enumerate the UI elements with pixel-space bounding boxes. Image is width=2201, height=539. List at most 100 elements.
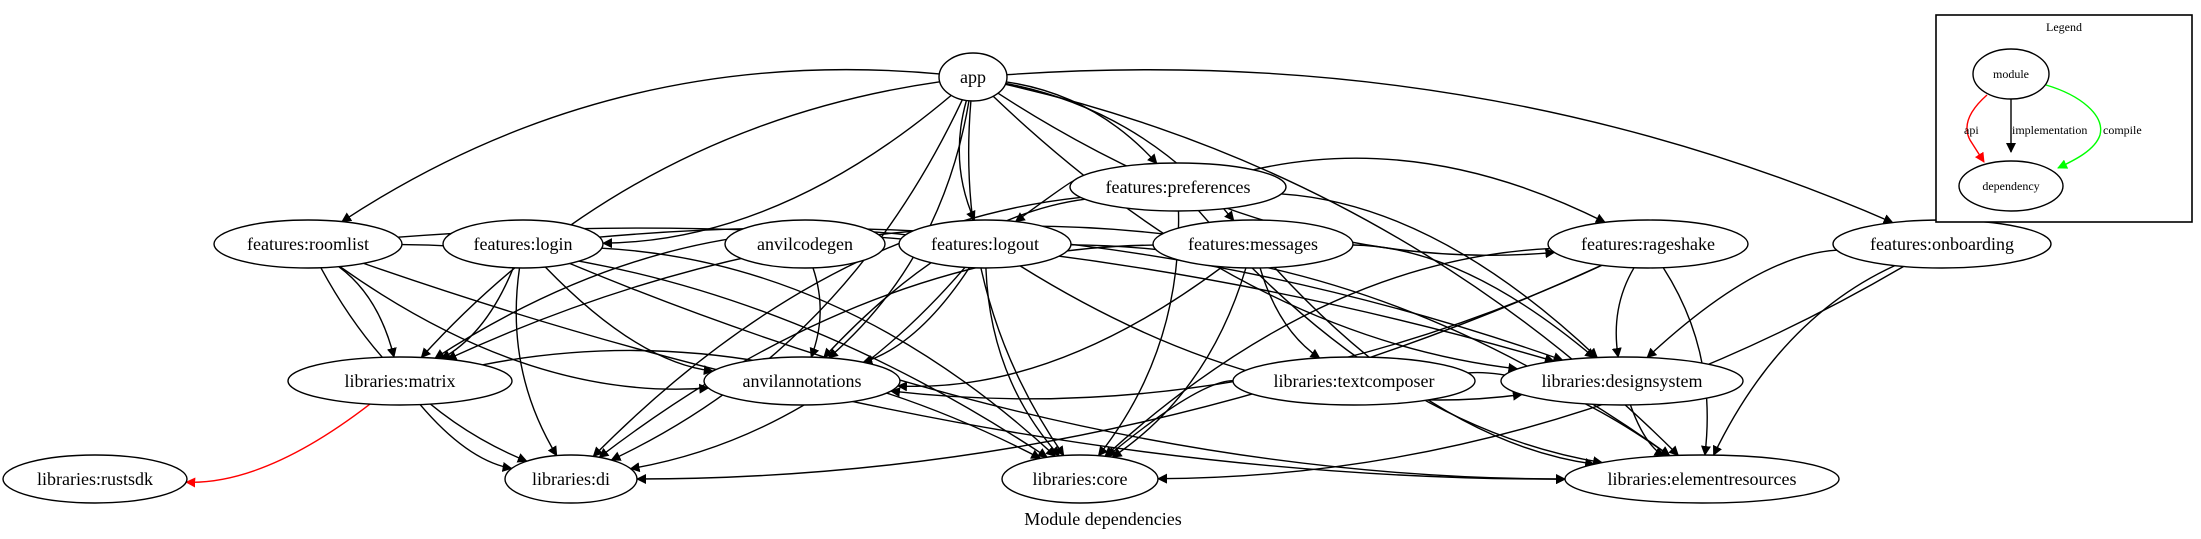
legend-edge-api <box>1966 94 1988 163</box>
edge-rageshake-to-designsystem <box>1611 267 1635 358</box>
node-shape-preferences[interactable] <box>1069 162 1287 212</box>
node-shape-elementresources[interactable] <box>1564 454 1840 504</box>
node-label-onboarding: features:onboarding <box>1870 234 2014 254</box>
edge-roomlist-to-elementresources <box>363 262 1566 485</box>
node-di[interactable]: libraries:di <box>504 454 638 504</box>
edge-preferences-to-designsystem <box>1281 193 1598 359</box>
node-label-elementresources: libraries:elementresources <box>1608 469 1797 489</box>
node-shape-rageshake[interactable] <box>1547 219 1749 269</box>
node-messages[interactable]: features:messages <box>1152 219 1354 269</box>
edge-messages-to-designsystem <box>1352 244 1596 359</box>
edge-rageshake-to-elementresources <box>1662 267 1711 456</box>
node-shape-rustsdk[interactable] <box>2 454 188 504</box>
node-label-rageshake: features:rageshake <box>1581 234 1715 254</box>
node-shape-core[interactable] <box>1001 454 1159 504</box>
edge-app-to-core <box>968 100 1065 457</box>
node-shape-logout[interactable] <box>898 219 1072 269</box>
legend-label-api: api <box>1964 123 1979 137</box>
edge-app-to-login <box>602 94 952 249</box>
node-label-anvilannotations: anvilannotations <box>743 371 862 391</box>
node-label-login: features:login <box>474 234 573 254</box>
node-shape-app[interactable] <box>938 52 1008 102</box>
edge-rageshake-to-di <box>636 264 1602 484</box>
edge-preferences-to-logout <box>1014 180 1074 223</box>
node-anvilannotations[interactable]: anvilannotations <box>703 356 901 406</box>
node-label-anvilcodegen: anvilcodegen <box>757 234 853 254</box>
node-textcomposer[interactable]: libraries:textcomposer <box>1232 356 1476 406</box>
legend: Legend api implementation compile module… <box>1935 14 2193 223</box>
node-rageshake[interactable]: features:rageshake <box>1547 219 1749 269</box>
legend-node-dependency-label: dependency <box>1982 179 2039 193</box>
edge-roomlist-to-anvilannotations <box>339 266 710 394</box>
edge-roomlist-to-core <box>401 243 1048 458</box>
edge-rageshake-to-core <box>1104 247 1550 457</box>
edge-messages-to-di <box>598 244 1154 458</box>
edge-logout-to-anvilannotations <box>862 267 970 365</box>
edge-app-to-logout <box>958 100 976 222</box>
edge-login-to-elementresources <box>569 262 1566 485</box>
node-onboarding[interactable]: features:onboarding <box>1832 219 2052 269</box>
edge-messages-to-anvilannotations <box>897 266 1223 392</box>
edge-logout-to-elementresources <box>1070 244 1671 457</box>
node-label-core: libraries:core <box>1033 469 1128 489</box>
edge-anvilcodegen-to-anvilannotations <box>809 267 821 359</box>
node-shape-roomlist[interactable] <box>213 219 403 269</box>
node-shape-di[interactable] <box>504 454 638 504</box>
nodes-layer: app features:preferences features:roomlist… <box>2 52 2052 504</box>
node-shape-anvilannotations[interactable] <box>703 356 901 406</box>
edge-onboarding-to-elementresources <box>1712 264 1896 457</box>
edge-matrix-to-rustsdk <box>185 403 371 488</box>
node-label-designsystem: libraries:designsystem <box>1542 371 1703 391</box>
node-shape-matrix[interactable] <box>287 356 513 406</box>
graph-caption: Module dependencies <box>1024 509 1181 529</box>
node-shape-login[interactable] <box>442 219 604 269</box>
legend-node-module-label: module <box>1993 67 2029 81</box>
node-matrix[interactable]: libraries:matrix <box>287 356 513 406</box>
edge-onboarding-to-designsystem <box>1646 249 1837 359</box>
edge-login-to-anvilannotations <box>544 266 714 376</box>
node-shape-textcomposer[interactable] <box>1232 356 1476 406</box>
edge-app-to-roomlist <box>341 68 940 223</box>
legend-node-module <box>1972 48 2050 100</box>
edge-app-to-onboarding <box>1006 69 1894 224</box>
node-roomlist[interactable]: features:roomlist <box>213 219 403 269</box>
legend-label-implementation: implementation <box>2012 123 2087 137</box>
node-elementresources[interactable]: libraries:elementresources <box>1564 454 1840 504</box>
node-anvilcodegen[interactable]: anvilcodegen <box>724 219 886 269</box>
node-label-roomlist: features:roomlist <box>247 234 369 254</box>
node-login[interactable]: features:login <box>442 219 604 269</box>
edge-app-to-designsystem <box>992 95 1519 373</box>
legend-title: Legend <box>2046 20 2082 34</box>
node-label-messages: features:messages <box>1188 234 1318 254</box>
node-label-preferences: features:preferences <box>1106 177 1251 197</box>
edge-app-to-preferences <box>1006 81 1158 165</box>
edge-designsystem-to-elementresources <box>1629 404 1665 457</box>
edge-messages-to-core <box>1111 267 1247 458</box>
node-label-matrix: libraries:matrix <box>345 371 456 391</box>
node-shape-designsystem[interactable] <box>1500 356 1744 406</box>
edge-matrix-to-di <box>419 404 513 472</box>
edge-login-to-di <box>515 267 558 457</box>
node-rustsdk[interactable]: libraries:rustsdk <box>2 454 188 504</box>
node-logout[interactable]: features:logout <box>898 219 1072 269</box>
legend-label-compile: compile <box>2103 123 2142 137</box>
node-label-di: libraries:di <box>532 469 610 489</box>
node-shape-anvilcodegen[interactable] <box>724 219 886 269</box>
node-core[interactable]: libraries:core <box>1001 454 1159 504</box>
node-shape-messages[interactable] <box>1152 219 1354 269</box>
node-designsystem[interactable]: libraries:designsystem <box>1500 356 1744 406</box>
edge-preferences-to-rageshake <box>1253 157 1606 223</box>
edge-messages-to-elementresources <box>1273 266 1596 468</box>
node-label-logout: features:logout <box>931 234 1039 254</box>
legend-node-dependency <box>1958 160 2064 212</box>
edge-textcomposer-to-core <box>1106 380 1234 458</box>
node-app[interactable]: app <box>938 52 1008 102</box>
edge-preferences-to-di <box>592 196 1081 458</box>
edge-app-to-di <box>610 99 963 461</box>
node-label-textcomposer: libraries:textcomposer <box>1274 371 1435 391</box>
node-label-app: app <box>960 67 986 87</box>
edge-onboarding-to-core <box>1157 265 1904 484</box>
node-preferences[interactable]: features:preferences <box>1069 162 1287 212</box>
edge-app-to-matrix <box>420 81 940 359</box>
